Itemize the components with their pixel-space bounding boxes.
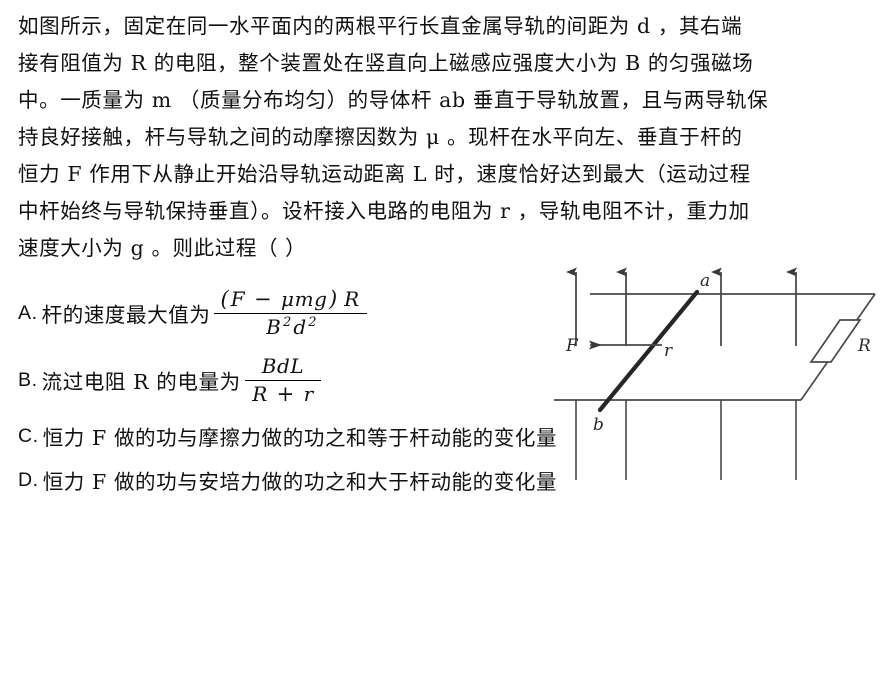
label-force-F: F — [565, 336, 579, 356]
option-c[interactable]: C. 恒力 F 做的功与摩擦力做的功之和等于杆动能的变化量 — [18, 414, 718, 458]
option-c-tag: C. — [18, 424, 39, 447]
stem-line: 恒力 F 作用下从静止开始沿导轨运动距离 L 时，速度恰好达到最大（运动过程 — [18, 162, 751, 186]
magnetic-field-lines — [575, 400, 797, 480]
magnetic-field-arrows — [566, 267, 797, 346]
resistor-R-symbol — [809, 319, 862, 363]
option-b-tag: B. — [18, 368, 38, 391]
option-b-denominator: R + r — [244, 379, 322, 406]
option-b-numerator: BdL — [261, 353, 305, 378]
option-b[interactable]: B. 流过电阻 R 的电量为 BdL R + r — [18, 346, 718, 414]
option-a-numerator: (F − μmg) R — [220, 286, 360, 311]
label-rod-resistance-r: r — [664, 341, 673, 361]
label-point-a: a — [700, 271, 710, 291]
label-point-b: b — [593, 415, 604, 435]
physics-diagram: a b r F R — [540, 258, 894, 480]
option-d-tag: D. — [18, 468, 39, 491]
stem-line: 接有阻值为 R 的电阻，整个装置处在竖直向上磁感应强度大小为 B 的匀强磁场 — [18, 51, 754, 75]
stem-line: 持良好接触，杆与导轨之间的动摩擦因数为 μ 。现杆在水平向左、垂直于杆的 — [18, 125, 743, 149]
option-a-tag: A. — [18, 301, 38, 324]
question-stem: 如图所示，固定在同一水平面内的两根平行长直金属导轨的间距为 d ，其右端 接有阻… — [18, 8, 880, 267]
option-d[interactable]: D. 恒力 F 做的功与安培力做的功之和大于杆动能的变化量 — [18, 458, 718, 502]
option-c-label: 恒力 F 做的功与摩擦力做的功之和等于杆动能的变化量 — [42, 426, 558, 450]
conducting-rod-ab — [597, 289, 700, 413]
stem-line: 速度大小为 g 。则此过程（ ） — [18, 236, 307, 260]
stem-line: 中。一质量为 m （质量分布均匀）的导体杆 ab 垂直于导轨放置，且与两导轨保 — [18, 88, 769, 112]
option-a-label: 杆的速度最大值为 — [41, 303, 211, 327]
stem-line: 如图所示，固定在同一水平面内的两根平行长直金属导轨的间距为 d ，其右端 — [18, 14, 743, 38]
option-b-formula: BdL R + r — [244, 353, 322, 406]
option-d-label: 恒力 F 做的功与安培力做的功之和大于杆动能的变化量 — [42, 470, 558, 494]
label-resistor-R: R — [857, 336, 871, 356]
option-b-label: 流过电阻 R 的电量为 — [41, 370, 241, 394]
stem-line: 中杆始终与导轨保持垂直）。设杆接入电路的电阻为 r ，导轨电阻不计，重力加 — [18, 199, 750, 223]
